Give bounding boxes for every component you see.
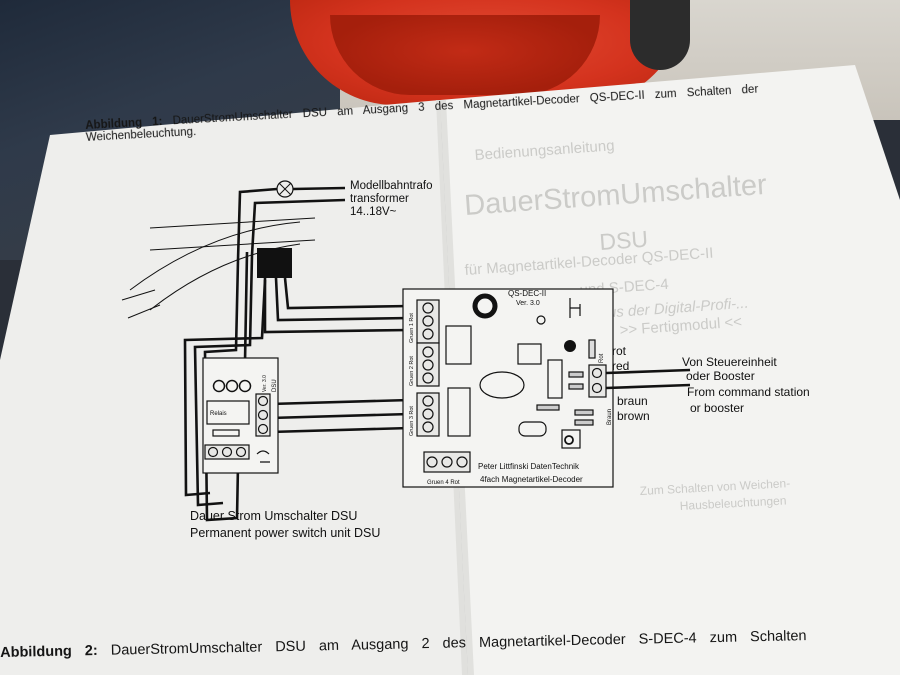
back-line-g: Hausbeleuchtungen: [679, 493, 786, 513]
figure-2-label: Abbildung 2:: [0, 642, 98, 661]
decoder-type: 4fach Magnetartikel-Decoder: [480, 475, 583, 484]
decoder-side-bottom: Braun: [607, 409, 613, 425]
dsu-relais: Relais: [210, 411, 227, 417]
wire-red-de: rot: [612, 344, 627, 358]
dsu-caption-de: Dauer Strom Umschalter DSU: [190, 509, 357, 523]
source-en-2: or booster: [690, 401, 744, 415]
transformer-label-1: Modellbahntrafo: [350, 180, 432, 192]
wire-brown-en: brown: [617, 409, 650, 423]
dsu-ver: Ver. 3.0: [262, 375, 268, 392]
decoder-terminal-1: Gruen 1 Rot: [409, 313, 415, 343]
wiring-diagram: [121, 180, 691, 522]
dsu-caption-en: Permanent power switch unit DSU: [190, 526, 380, 540]
source-en-1: From command station: [687, 385, 810, 399]
decoder-version: Ver. 3.0: [516, 300, 540, 307]
decoder-board: [402, 288, 614, 488]
source-de-1: Von Steuereinheit: [682, 355, 777, 369]
turnout-track: [121, 217, 316, 319]
decoder-bottom-terminal: Gruen 4 Rot: [427, 480, 460, 486]
source-de-2: oder Booster: [686, 369, 755, 383]
decoder-side-top: Rot: [599, 353, 605, 363]
transformer-label-2: transformer: [350, 193, 409, 205]
dsu-module: [202, 357, 279, 474]
dark-bottle: [630, 0, 690, 70]
decoder-terminal-2: Gruen 2 Rot: [409, 356, 415, 386]
transformer-label-3: 14..18V~: [350, 206, 397, 218]
decoder-terminal-3: Gruen 3 Rot: [409, 406, 415, 436]
wire-red-en: red: [612, 359, 629, 373]
dsu-name: DSU: [272, 379, 278, 392]
turnout-motor: [257, 248, 292, 278]
red-bowl-inner: [330, 15, 600, 95]
decoder-name: QS-DEC-II: [508, 289, 546, 298]
back-subtitle: DSU: [599, 226, 649, 255]
wire-brown-de: braun: [617, 394, 648, 408]
decoder-maker: Peter Littfinski DatenTechnik: [478, 462, 580, 471]
